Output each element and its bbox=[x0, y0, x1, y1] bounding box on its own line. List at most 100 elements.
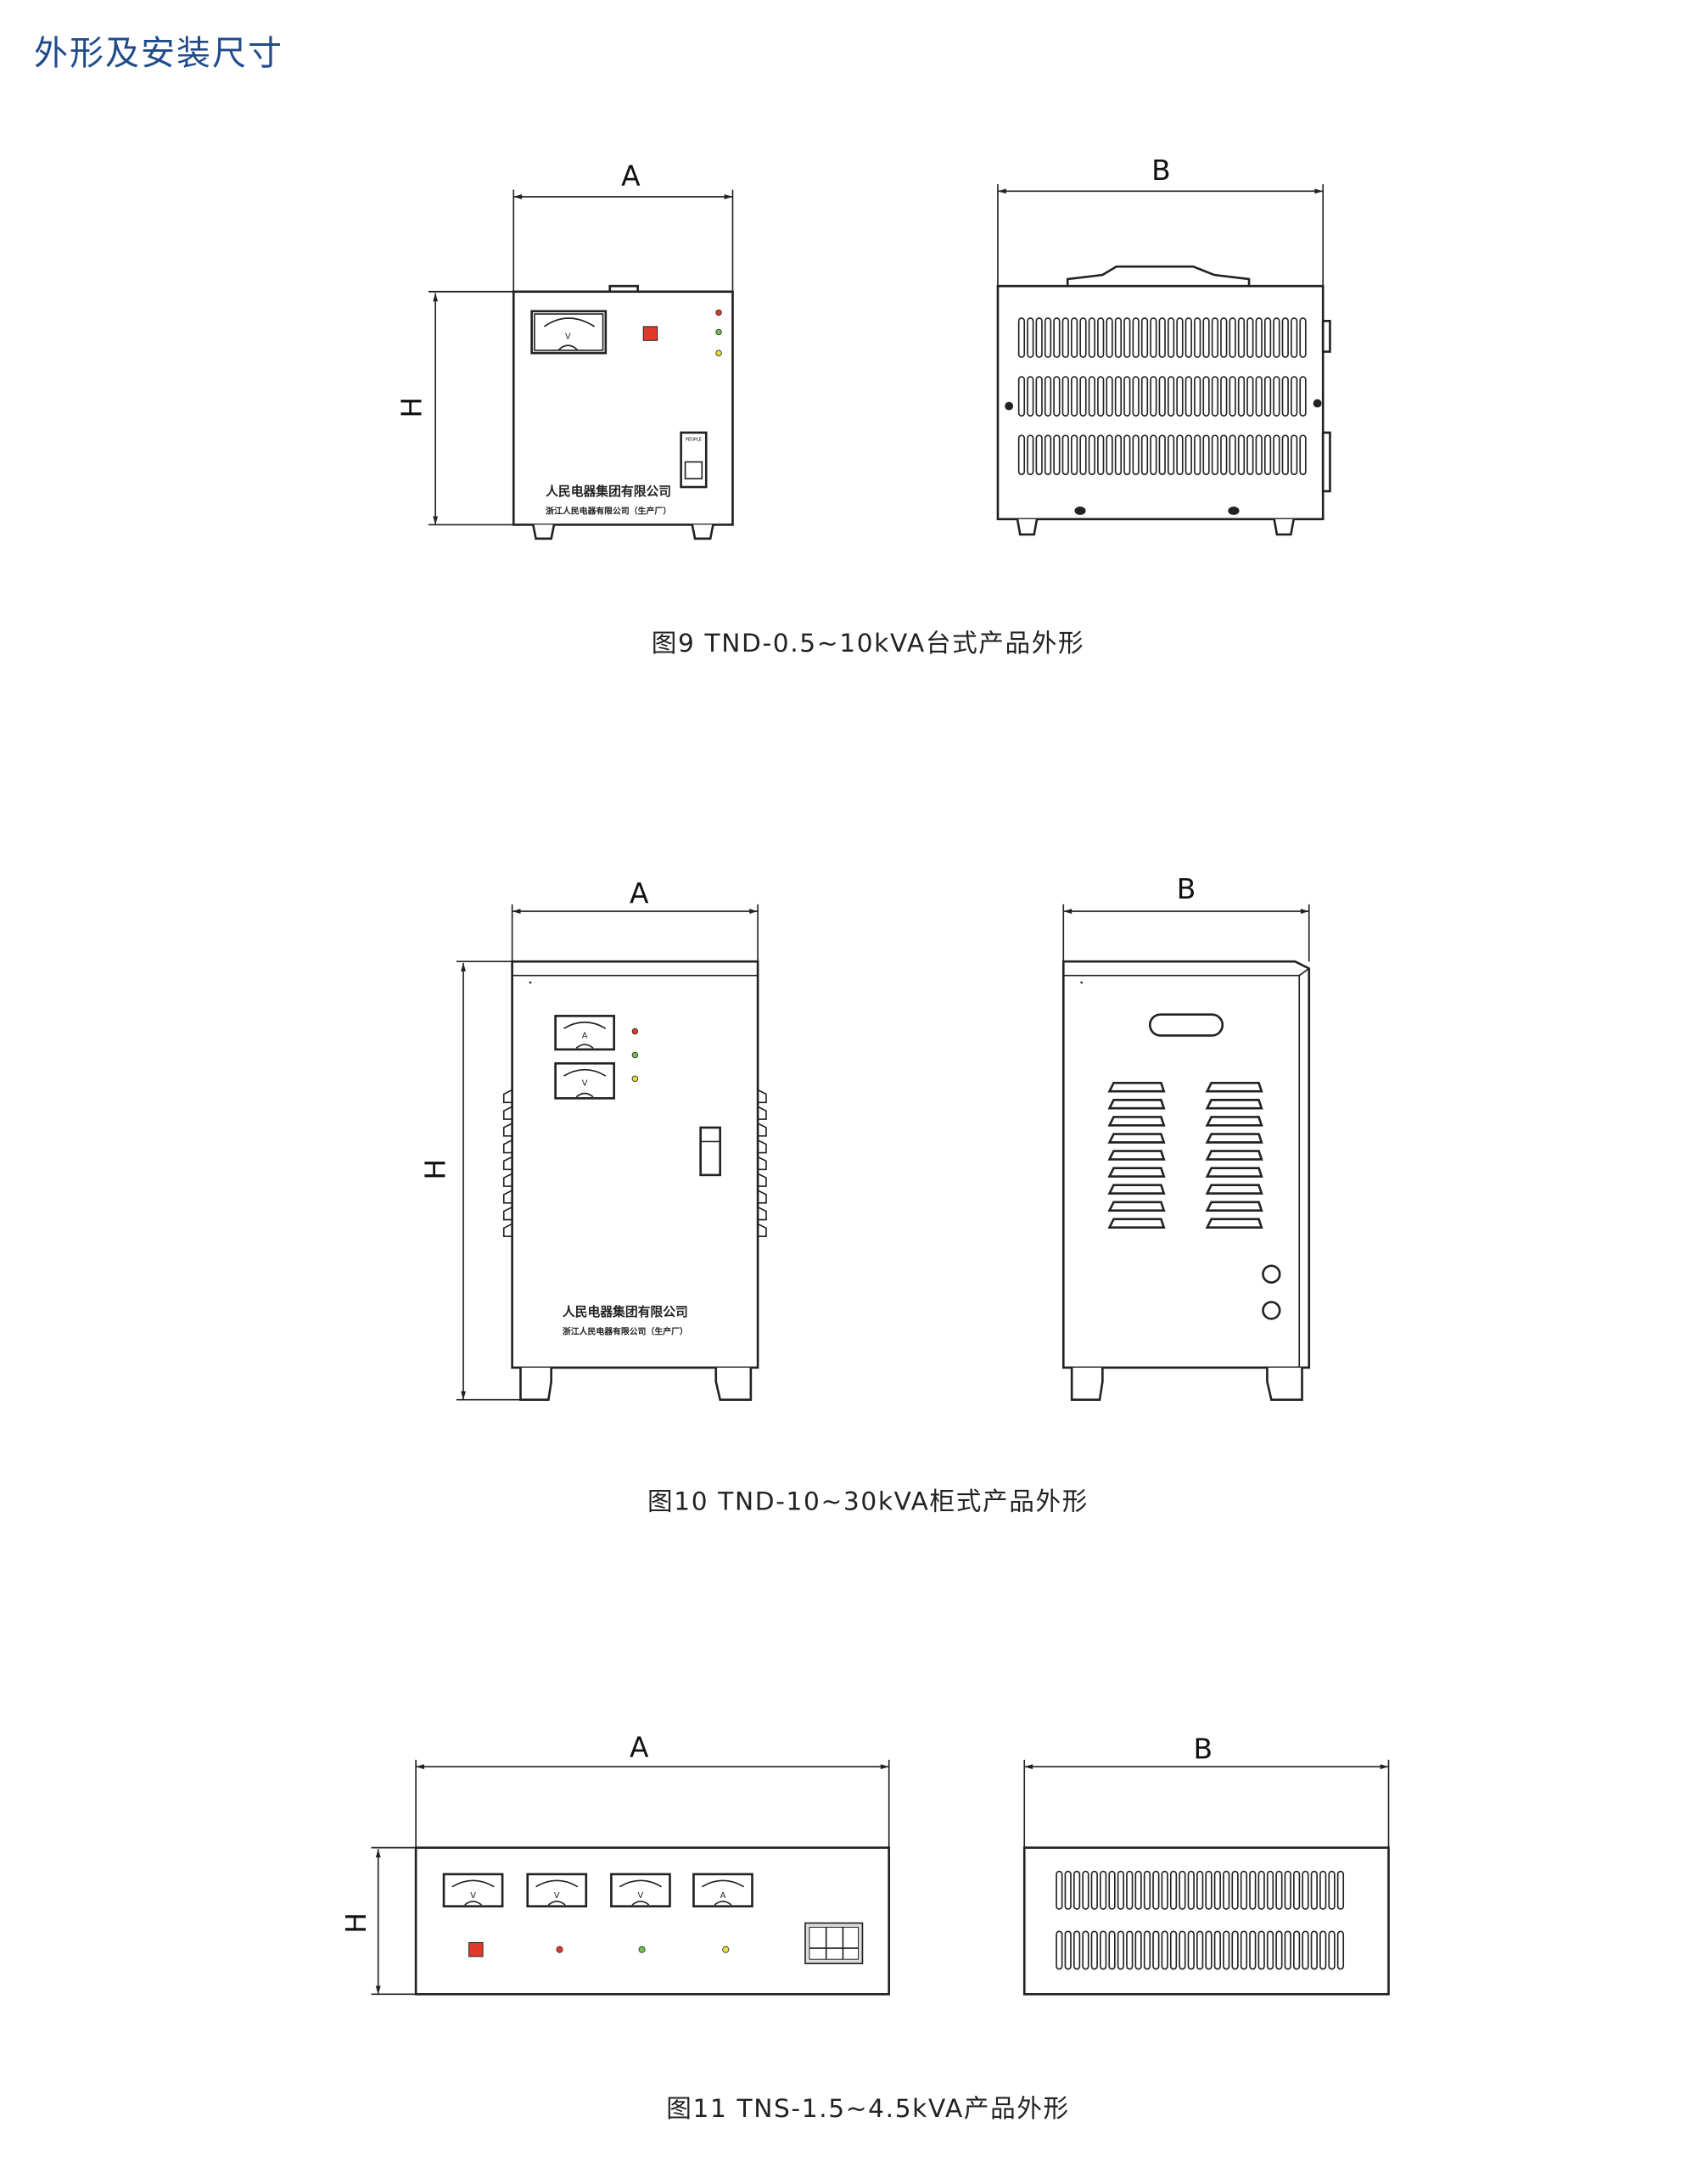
svg-text:A: A bbox=[582, 1032, 588, 1041]
led-red bbox=[715, 309, 722, 316]
vent-slot bbox=[1126, 1930, 1134, 1970]
vent-slot bbox=[1293, 1930, 1301, 1970]
louvre bbox=[757, 1223, 767, 1238]
handle-slot bbox=[1148, 1013, 1224, 1037]
terminal-hole bbox=[1262, 1301, 1281, 1320]
led-yellow bbox=[631, 1075, 639, 1083]
vent-slot bbox=[1229, 376, 1236, 417]
vent-slot bbox=[1064, 1930, 1072, 1970]
svg-text:V: V bbox=[554, 1891, 560, 1901]
vent-slot bbox=[1211, 434, 1219, 476]
vent-slot bbox=[1273, 434, 1280, 476]
svg-text:PEOPLE: PEOPLE bbox=[686, 438, 702, 443]
vent-slot bbox=[1249, 1870, 1257, 1910]
power-switch bbox=[468, 1941, 484, 1957]
vent-slot bbox=[1132, 434, 1140, 476]
vent-slot bbox=[1291, 434, 1298, 476]
vent-slot bbox=[1187, 1870, 1195, 1910]
dimension-h-label: H bbox=[419, 1159, 452, 1180]
vent-slot bbox=[1088, 317, 1095, 358]
ammeter: A bbox=[554, 1015, 616, 1051]
vent-slot bbox=[1246, 317, 1254, 358]
vent-slot bbox=[1291, 376, 1298, 417]
louvre bbox=[1107, 1150, 1166, 1161]
vent-slot bbox=[1263, 376, 1272, 417]
vent-slot bbox=[1205, 1930, 1213, 1970]
cabinet-body bbox=[414, 1846, 891, 1996]
vent-slot bbox=[1202, 434, 1210, 476]
figure-9-caption: 图9 TND-0.5~10kVA台式产品外形 bbox=[652, 629, 1085, 658]
vent-slot bbox=[1220, 434, 1228, 476]
louvre bbox=[757, 1156, 767, 1171]
vent-slot bbox=[1126, 1870, 1134, 1910]
louvre bbox=[1107, 1218, 1166, 1229]
vent-slot bbox=[1082, 1930, 1089, 1970]
louvre bbox=[502, 1123, 512, 1137]
cabinet-body bbox=[1061, 960, 1311, 1369]
louvre bbox=[757, 1206, 767, 1221]
vent-slot bbox=[1134, 1870, 1142, 1910]
vent-slots bbox=[1056, 1870, 1345, 1970]
vent-slot bbox=[1027, 434, 1034, 476]
vent-slot bbox=[1246, 376, 1254, 417]
vent-slot bbox=[1249, 1930, 1257, 1970]
vent-slot bbox=[1194, 317, 1201, 358]
vent-slot bbox=[1275, 1930, 1283, 1970]
vent-slots bbox=[1017, 317, 1307, 476]
vent-slot bbox=[1123, 376, 1131, 417]
vent-slot bbox=[1213, 1870, 1221, 1910]
vent-slot bbox=[1117, 1870, 1124, 1910]
vent-slot bbox=[1302, 1870, 1309, 1910]
vent-slot bbox=[1071, 434, 1078, 476]
vent-slot bbox=[1123, 434, 1131, 476]
vent-slot bbox=[1196, 1870, 1204, 1910]
vent-slot bbox=[1017, 376, 1026, 417]
louvre bbox=[1205, 1201, 1263, 1212]
vent-slot bbox=[1194, 376, 1201, 417]
vent-slot bbox=[1273, 376, 1280, 417]
vent-slot bbox=[1185, 317, 1192, 358]
svg-text:V: V bbox=[470, 1891, 476, 1901]
vent-slot bbox=[1106, 434, 1113, 476]
vent-slot bbox=[1114, 434, 1123, 476]
carry-handle bbox=[1066, 265, 1251, 287]
vent-slot bbox=[1090, 1870, 1098, 1910]
vent-slot bbox=[1302, 1930, 1309, 1970]
vent-slot bbox=[1134, 1930, 1142, 1970]
vent-slot bbox=[1299, 376, 1307, 417]
vent-slot bbox=[1061, 376, 1069, 417]
vent-slot bbox=[1167, 376, 1175, 417]
led-green bbox=[638, 1946, 646, 1953]
vent-slot bbox=[1097, 317, 1105, 358]
led-yellow bbox=[715, 350, 722, 356]
vent-slot bbox=[1213, 1930, 1221, 1970]
vent-slot bbox=[1117, 1930, 1124, 1970]
vent-slot bbox=[1150, 317, 1157, 358]
vent-slot bbox=[1266, 1930, 1274, 1970]
vent-slot bbox=[1229, 434, 1236, 476]
vent-slot bbox=[1090, 1930, 1098, 1970]
vent-slot bbox=[1291, 317, 1298, 358]
dimension-b-label: B bbox=[1193, 1732, 1213, 1765]
vent-slot bbox=[1100, 1930, 1107, 1970]
dimension-h-label: H bbox=[395, 397, 428, 418]
vent-slot bbox=[1202, 376, 1210, 417]
vent-slot bbox=[1158, 376, 1166, 417]
louvre bbox=[757, 1173, 767, 1187]
vent-slot bbox=[1328, 1870, 1336, 1910]
vent-slot bbox=[1194, 434, 1201, 476]
vent-slot bbox=[1152, 1870, 1160, 1910]
vent-slot bbox=[1073, 1870, 1081, 1910]
louvre bbox=[1107, 1133, 1166, 1144]
dimension-a-label: A bbox=[630, 1731, 649, 1764]
vent-slot bbox=[1100, 1870, 1107, 1910]
vent-slot bbox=[1071, 376, 1078, 417]
vent-slot bbox=[1176, 317, 1184, 358]
dimension-h-label: H bbox=[339, 1912, 372, 1934]
vent-slot bbox=[1319, 1870, 1327, 1910]
vent-slot bbox=[1336, 1930, 1345, 1970]
vent-slot bbox=[1284, 1870, 1291, 1910]
circuit-breaker: PEOPLE bbox=[680, 431, 708, 489]
vent-slot bbox=[1179, 1930, 1186, 1970]
vent-slot bbox=[1027, 376, 1034, 417]
